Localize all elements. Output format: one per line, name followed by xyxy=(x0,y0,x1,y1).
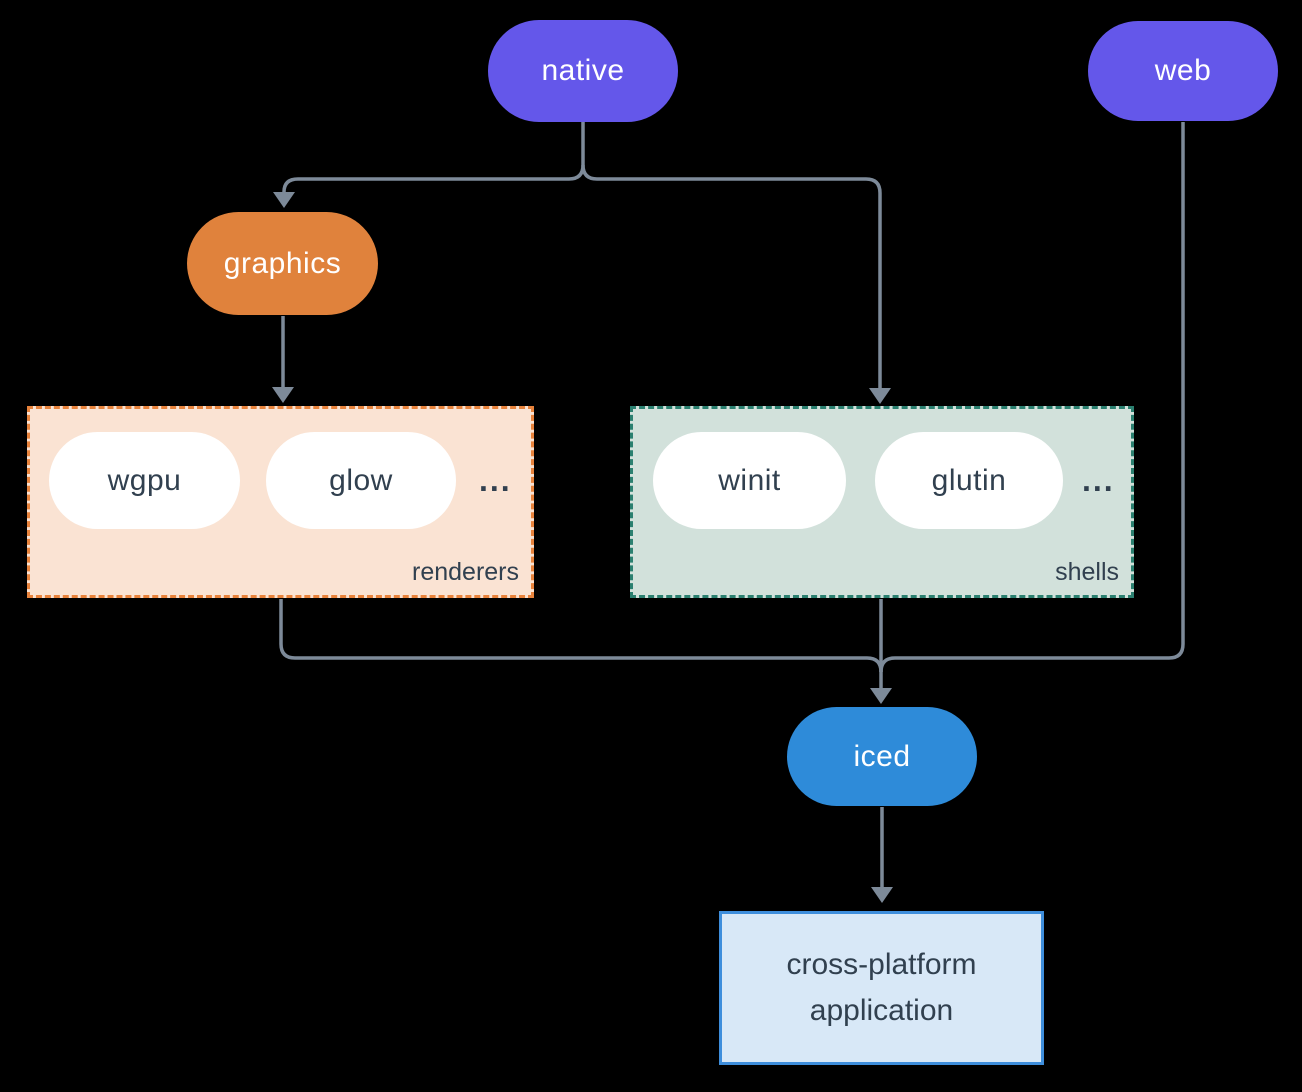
edge-native-graphics xyxy=(282,121,585,193)
node-graphics: graphics xyxy=(187,212,378,315)
renderers-label: renderers xyxy=(412,558,519,586)
shells-ellipsis: ... xyxy=(1082,462,1115,498)
arrowhead-application xyxy=(871,887,893,903)
node-web: web xyxy=(1088,21,1278,121)
application-label-line2: application xyxy=(809,994,954,1027)
node-wgpu: wgpu xyxy=(49,432,240,529)
node-glow: glow xyxy=(266,432,456,529)
node-iced: iced xyxy=(787,707,977,806)
shells-label: shells xyxy=(1055,558,1119,586)
node-winit: winit xyxy=(653,432,846,529)
application-label-line1: cross-platform xyxy=(786,947,977,981)
node-glutin: glutin xyxy=(875,432,1063,529)
edge-native-shells xyxy=(581,164,882,389)
edge-renderers-iced xyxy=(279,599,883,673)
group-renderers: wgpu glow ... renderers xyxy=(27,406,534,598)
arrowhead-renderers xyxy=(272,387,294,403)
renderers-ellipsis: ... xyxy=(479,462,512,498)
arrowhead-graphics xyxy=(273,192,295,208)
node-native: native xyxy=(488,20,678,122)
group-shells: winit glutin ... shells xyxy=(630,406,1134,598)
node-cross-platform-application: cross-platform application xyxy=(719,911,1044,1065)
arrowhead-iced xyxy=(870,688,892,704)
arrowhead-shells xyxy=(869,388,891,404)
